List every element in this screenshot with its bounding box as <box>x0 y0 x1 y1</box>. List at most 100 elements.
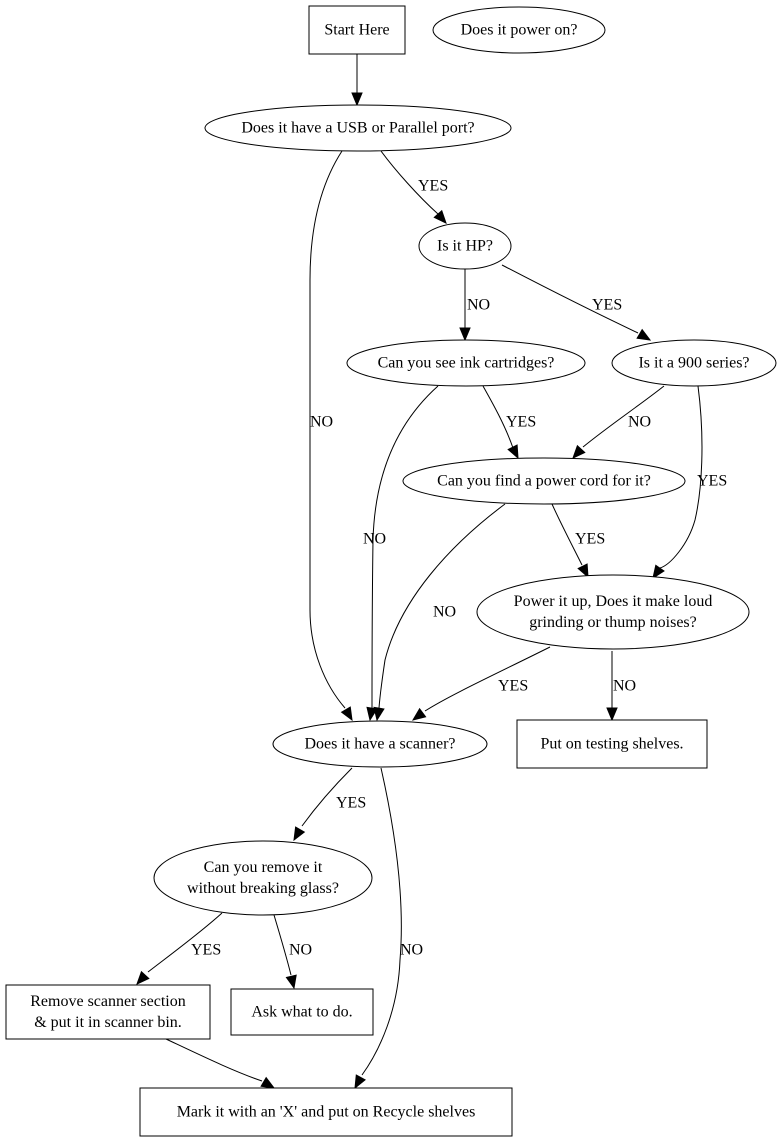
box-shape <box>516 719 708 769</box>
edge-line <box>147 912 223 973</box>
node-ink-cartridges: Can you see ink cartridges? <box>346 339 586 387</box>
node-label: Does it power on? <box>461 22 578 39</box>
node-label: Remove scanner section <box>30 993 186 1010</box>
edge-line <box>378 503 506 709</box>
ellipse-shape <box>611 339 777 387</box>
edge-power_cord-to-has_scanner: NO <box>373 503 506 722</box>
edge-line <box>424 646 551 712</box>
edge-series_900-to-power_up: YES <box>652 385 727 580</box>
node-recycle: Mark it with an 'X' and put on Recycle s… <box>139 1087 513 1137</box>
edge-line <box>551 503 583 566</box>
arrow-head-icon <box>606 707 618 722</box>
node-label: Mark it with an 'X' and put on Recycle s… <box>177 1104 476 1121</box>
ellipse-shape <box>204 104 512 152</box>
edge-line <box>582 385 665 448</box>
arrow-head-icon <box>459 327 471 342</box>
edge-label: YES <box>506 414 536 431</box>
node-has-scanner: Does it have a scanner? <box>272 720 488 768</box>
edge-has_scanner-to-remove_glass: YES <box>293 767 366 842</box>
node-power-up: Power it up, Does it make loud grinding o… <box>476 574 750 650</box>
node-series-900: Is it a 900 series? <box>611 339 777 387</box>
node-usb-parallel: Does it have a USB or Parallel port? <box>204 104 512 152</box>
edge-label: YES <box>336 795 366 812</box>
node-label: Can you see ink cartridges? <box>378 355 555 372</box>
edge-ink_cartridges-to-has_scanner: NO <box>363 385 439 722</box>
edge-label: NO <box>310 414 333 431</box>
arrow-head-icon <box>260 1076 276 1089</box>
edge-line <box>501 264 639 334</box>
edge-ink_cartridges-to-power_cord: YES <box>482 385 536 460</box>
ellipse-shape <box>432 6 606 54</box>
ellipse-shape <box>272 720 488 768</box>
ellipse-shape <box>346 339 586 387</box>
edge-line <box>309 150 346 709</box>
edge-label: NO <box>433 604 456 621</box>
edge-line <box>659 385 703 569</box>
arrow-head-icon <box>636 328 652 341</box>
ellipse-shape <box>418 222 512 270</box>
edge-label: NO <box>363 531 386 548</box>
edge-start-to-usb_parallel <box>351 54 363 107</box>
node-testing-shelves: Put on testing shelves. <box>516 719 708 769</box>
node-label: Power it up, Does it make loud <box>514 593 713 610</box>
edge-label: NO <box>289 942 312 959</box>
arrow-head-icon <box>373 706 385 722</box>
node-label: grinding or thump noises? <box>529 614 697 631</box>
edge-remove_scanner-to-recycle <box>165 1038 276 1089</box>
edge-label: YES <box>498 678 528 695</box>
edge-label: NO <box>400 942 423 959</box>
arrow-head-icon <box>652 564 665 580</box>
node-power-cord: Can you find a power cord for it? <box>402 457 686 505</box>
edge-label: NO <box>613 678 636 695</box>
arrow-head-icon <box>285 974 297 990</box>
arrow-head-icon <box>354 1074 366 1090</box>
edge-is_hp-to-series_900: YES <box>501 264 652 341</box>
edge-remove_glass-to-ask: NO <box>273 914 312 990</box>
arrow-head-icon <box>577 563 589 579</box>
edge-remove_glass-to-remove_scanner: YES <box>136 912 223 985</box>
node-label: without breaking glass? <box>187 880 339 897</box>
arrow-head-icon <box>433 209 447 224</box>
edge-line <box>380 150 439 215</box>
box-shape <box>308 5 406 55</box>
node-ask: Ask what to do. <box>230 988 374 1036</box>
node-label: Can you find a power cord for it? <box>437 473 651 490</box>
box-shape <box>139 1087 513 1137</box>
edge-line <box>165 1038 263 1082</box>
ellipse-shape <box>476 574 750 650</box>
node-label: & put it in scanner bin. <box>34 1014 182 1031</box>
edge-label: YES <box>575 531 605 548</box>
arrow-head-icon <box>572 444 586 459</box>
ellipse-shape <box>153 840 373 916</box>
edge-is_hp-to-ink_cartridges: NO <box>459 269 490 342</box>
node-label: Does it have a USB or Parallel port? <box>241 120 474 137</box>
arrow-head-icon <box>293 826 306 842</box>
edge-line <box>371 385 439 709</box>
edge-label: NO <box>467 297 490 314</box>
edge-label: YES <box>418 178 448 195</box>
arrow-head-icon <box>351 92 363 107</box>
edges-layer: YES NO NO YES YES NO NO YES YES NO YES NO YES NO YES NO <box>136 54 727 1090</box>
edge-power_up-to-testing_shelves: NO <box>606 651 636 722</box>
node-label: Can you remove it <box>204 859 323 876</box>
node-label: Is it HP? <box>437 238 493 255</box>
edge-has_scanner-to-recycle: NO <box>354 767 423 1090</box>
edge-line <box>273 914 292 976</box>
edge-label: YES <box>592 297 622 314</box>
edge-series_900-to-power_cord: NO <box>572 385 665 459</box>
edge-usb_parallel-to-has_scanner: NO <box>309 150 353 722</box>
edge-label: NO <box>628 414 651 431</box>
edge-label: YES <box>697 473 727 490</box>
arrow-head-icon <box>136 970 150 985</box>
edge-usb_parallel-to-is_hp: YES <box>380 150 448 224</box>
edge-label: YES <box>191 942 221 959</box>
arrow-head-icon <box>507 444 519 460</box>
edge-line <box>301 767 353 827</box>
node-label: Does it have a scanner? <box>304 736 455 753</box>
node-label: Start Here <box>324 22 389 39</box>
edge-power_up-to-has_scanner: YES <box>411 646 551 721</box>
edge-line <box>361 767 402 1076</box>
box-shape <box>5 984 211 1040</box>
node-is-hp: Is it HP? <box>418 222 512 270</box>
